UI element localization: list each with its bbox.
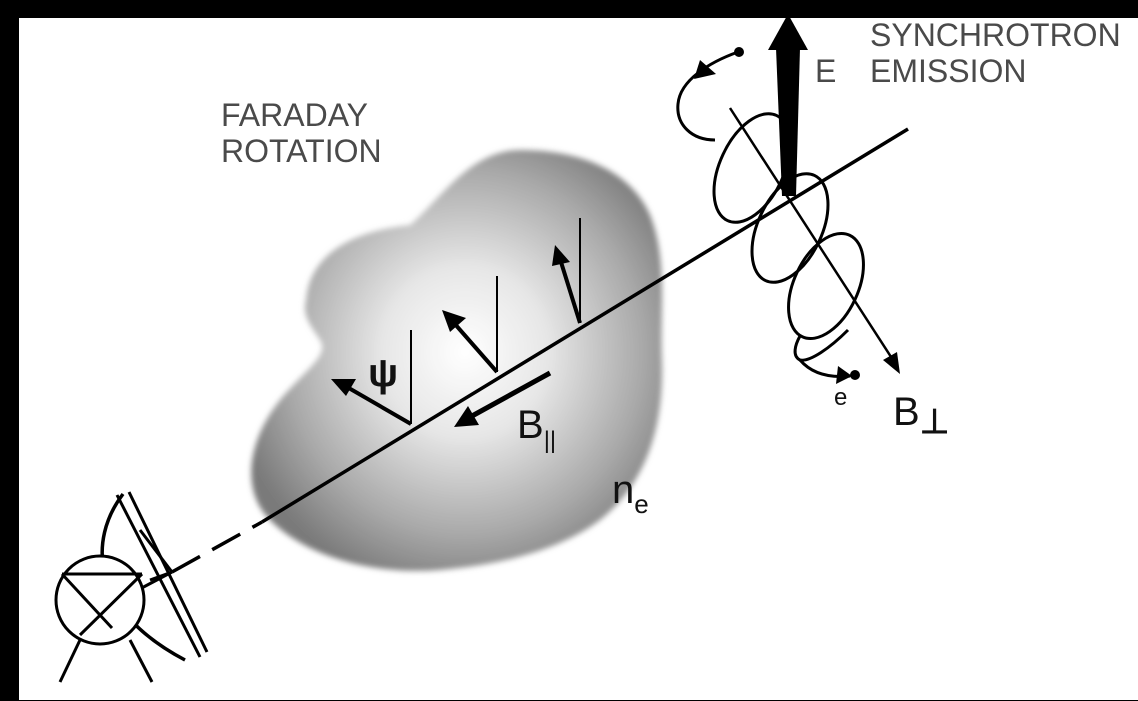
helix-arrowhead-bottom bbox=[836, 366, 852, 384]
e-field-vector bbox=[768, 18, 808, 196]
synchrotron-label-line1: SYNCHROTRON bbox=[870, 18, 1121, 53]
b-perp-field-line bbox=[728, 107, 900, 374]
b-parallel-label: B|| bbox=[517, 403, 556, 454]
b-parallel-arrow bbox=[454, 370, 552, 427]
sightline bbox=[261, 127, 909, 524]
synchrotron-label-line2: EMISSION bbox=[870, 53, 1026, 89]
b-parallel-sub: || bbox=[544, 427, 556, 454]
diagram-canvas: FARADAY ROTATION SYNCHROTRON EMISSION E … bbox=[19, 18, 1138, 700]
faraday-label-line2: ROTATION bbox=[221, 133, 382, 169]
electron-density-sub: e bbox=[634, 489, 648, 519]
b-perp-main: B bbox=[893, 390, 920, 434]
faraday-diagram: FARADAY ROTATION SYNCHROTRON EMISSION E … bbox=[54, 18, 1121, 683]
electron-helix bbox=[676, 50, 865, 362]
polarization-vector-3 bbox=[552, 218, 582, 324]
radio-telescope-icon bbox=[54, 488, 209, 683]
electron-density-main: n bbox=[612, 468, 634, 512]
polarization-vector-1 bbox=[331, 330, 413, 426]
gas-cloud bbox=[251, 150, 663, 571]
electron-start-dot bbox=[734, 47, 744, 57]
sightline-dashed bbox=[171, 520, 263, 574]
electron-density-label: ne bbox=[612, 468, 649, 519]
electron-end-dot bbox=[850, 370, 860, 380]
electron-label: e bbox=[834, 384, 847, 411]
b-perp-symbol: ⊥ bbox=[920, 403, 950, 441]
e-field-label: E bbox=[815, 53, 836, 89]
polarization-vector-2 bbox=[442, 276, 499, 374]
psi-label: ψ bbox=[368, 351, 398, 395]
b-parallel-main: B bbox=[517, 403, 544, 447]
faraday-label-line1: FARADAY bbox=[221, 97, 368, 133]
b-perp-label: B⊥ bbox=[893, 390, 949, 441]
helix-arrowhead-top bbox=[694, 60, 716, 79]
